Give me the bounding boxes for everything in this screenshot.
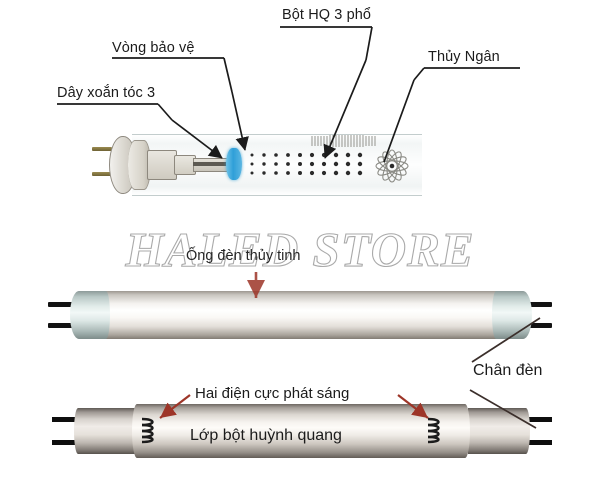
protective-ring-element <box>226 148 242 180</box>
tube-pin-left-upper-icon <box>48 302 78 307</box>
label-electrodes: Hai điện cực phát sáng <box>195 385 350 402</box>
label-protective-ring: Vòng bảo vệ <box>112 40 195 56</box>
label-mercury: Thủy Ngân <box>428 49 500 65</box>
tube-end-cap-right <box>492 291 532 339</box>
watermark-text: HALED STORE <box>125 221 475 277</box>
label-glass-tube: Ống đèn thủy tinh <box>186 248 301 264</box>
tube-end-cap-left <box>70 291 110 339</box>
base-pin-lower-icon <box>92 172 112 176</box>
bottom-end-segment-right <box>468 408 530 454</box>
stem-core-rod <box>193 162 229 166</box>
middle-whole-tube <box>48 291 552 339</box>
label-filament-coil: Dây xoắn tóc 3 <box>57 85 156 101</box>
electrode-coil-right-icon <box>427 417 440 444</box>
label-phosphor-powder: Bột HQ 3 phổ <box>282 7 372 23</box>
tube-pin-right-upper-icon <box>522 302 552 307</box>
base-pin-upper-icon <box>92 147 112 151</box>
tube-glass-body <box>80 291 520 339</box>
coil-hatching-icon <box>311 135 376 147</box>
stem-section-1 <box>147 150 177 180</box>
top-cutaway-lamp <box>92 128 422 200</box>
label-phosphor-layer: Lớp bột huỳnh quang <box>190 427 342 444</box>
mercury-atom-icon <box>375 149 409 183</box>
bottom-end-segment-left <box>74 408 136 454</box>
electrode-coil-left-icon <box>141 417 154 444</box>
label-lamp-pins: Chân đèn <box>473 362 543 379</box>
phosphor-powder-dots-icon <box>250 152 363 176</box>
tube-pin-left-lower-icon <box>48 323 78 328</box>
